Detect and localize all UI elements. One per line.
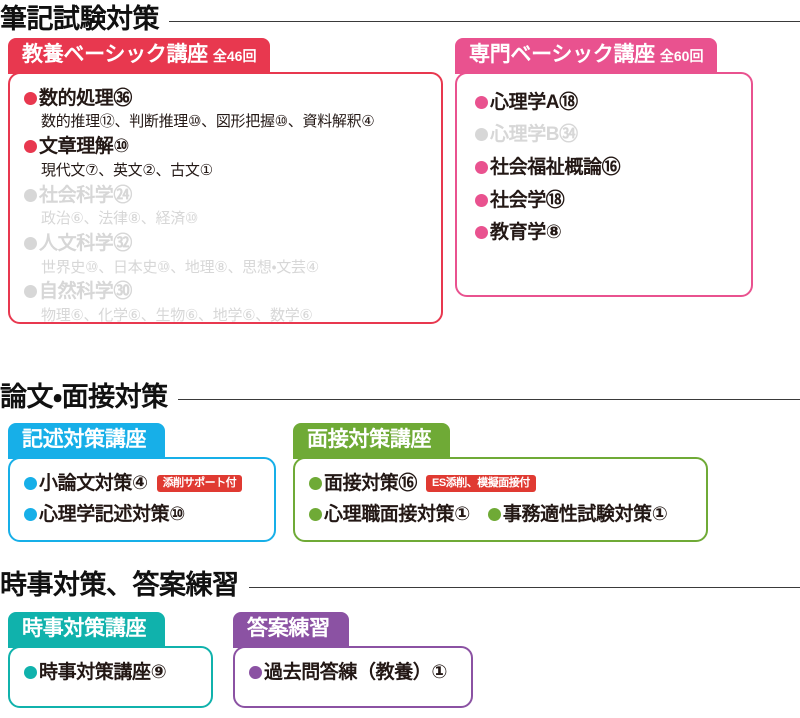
course-row[interactable]: 文章理解⑩ xyxy=(24,134,441,160)
course-row[interactable]: 社会福祉概論⑯ xyxy=(475,155,751,181)
section-rule-written xyxy=(169,20,800,22)
bullet-icon xyxy=(475,95,488,109)
card-body-jiji: 時事対策講座⑨ xyxy=(8,645,213,708)
course-subjects: 政治⑥、法律⑧、経済⑩ xyxy=(41,210,199,228)
course-row[interactable]: 心理学記述対策⑩ xyxy=(24,502,274,528)
course-label: 事務適性試験対策① xyxy=(502,504,668,526)
course-label: 心理学A⑱ xyxy=(490,91,578,113)
card-body-senmon: 心理学A⑱ 心理学B㉞ 社会福祉概論⑯ 社会学⑱ 教育学⑧ xyxy=(455,71,753,297)
card-body-touan: 過去問答練（教養）① xyxy=(233,645,473,708)
course-label: 面接対策⑯ xyxy=(324,472,418,494)
course-row-pair: 心理職面接対策① 事務適性試験対策① xyxy=(309,502,706,528)
bullet-icon xyxy=(24,140,37,154)
card-tab-kyoyo: 教養ベーシック講座全46回 xyxy=(8,38,271,74)
card-body-mensetsu: 面接対策⑯ ES添削、模擬面接付 心理職面接対策① 事務適性試験対策① xyxy=(293,456,708,542)
badge-es-mock-interview: ES添削、模擬面接付 xyxy=(426,474,536,492)
bullet-icon xyxy=(24,665,37,679)
card-tab-label-senmon: 専門ベーシック講座 xyxy=(469,43,655,66)
card-tab-label-kyoyo: 教養ベーシック講座 xyxy=(22,43,208,66)
section-title-written: 筆記試験対策 xyxy=(0,3,160,34)
bullet-icon xyxy=(475,226,488,240)
course-label: 小論文対策④ xyxy=(39,472,148,494)
course-label: 自然科学㉚ xyxy=(39,281,133,303)
course-label: 数的処理㊱ xyxy=(39,87,133,109)
bullet-icon xyxy=(475,193,488,207)
section-heading-current-affairs: 時事対策、答案練習 xyxy=(0,568,800,602)
course-row[interactable]: 時事対策講座⑨ xyxy=(24,660,211,686)
course-row[interactable]: 社会学⑱ xyxy=(475,188,751,214)
section-rule-current-affairs xyxy=(248,586,800,588)
section-heading-essay: 論文・面接対策 xyxy=(0,380,800,414)
course-row-disabled: 人文科学㉜ xyxy=(24,231,441,257)
badge-tensaku-support: 添削サポート付 xyxy=(156,474,243,492)
bullet-icon xyxy=(24,188,37,202)
course-row[interactable]: 小論文対策④ 添削サポート付 xyxy=(24,471,274,497)
card-kijutsu-course: 記述対策講座 小論文対策④ 添削サポート付 心理学記述対策⑩ xyxy=(8,423,276,542)
bullet-icon xyxy=(24,285,37,299)
card-tab-count-kyoyo: 全46回 xyxy=(212,48,257,64)
course-label: 心理学B㉞ xyxy=(490,124,578,146)
course-subjects: 物理⑥、化学⑥、生物⑥、地学⑥、数学⑥ xyxy=(41,306,313,324)
course-subjects: 世界史⑩、日本史⑩、地理⑧、思想・文芸④ xyxy=(41,258,319,276)
card-tab-senmon: 専門ベーシック講座全60回 xyxy=(455,38,718,74)
card-tab-label-kijutsu: 記述対策講座 xyxy=(22,428,147,451)
bullet-icon xyxy=(475,161,488,175)
course-row[interactable]: 心理学A⑱ xyxy=(475,90,751,116)
bullet-icon xyxy=(24,91,37,105)
course-label: 時事対策講座⑨ xyxy=(39,661,167,683)
card-kyoyo-basic-course: 教養ベーシック講座全46回 数的処理㊱ 数的推理⑫、判断推理⑩、図形把握⑩、資料… xyxy=(8,38,443,324)
card-touan-practice: 答案練習 過去問答練（教養）① xyxy=(233,612,473,708)
course-row[interactable]: 面接対策⑯ ES添削、模擬面接付 xyxy=(309,471,706,497)
course-subjects: 数的推理⑫、判断推理⑩、図形把握⑩、資料解釈④ xyxy=(41,113,375,131)
course-row[interactable]: 心理職面接対策① xyxy=(309,502,470,528)
course-label: 心理学記述対策⑩ xyxy=(39,504,185,526)
course-row[interactable]: 数的処理㊱ xyxy=(24,86,441,112)
course-label: 人文科学㉜ xyxy=(39,232,133,254)
course-row[interactable]: 過去問答練（教養）① xyxy=(249,660,471,686)
course-label: 社会学⑱ xyxy=(490,189,565,211)
course-row-disabled: 心理学B㉞ xyxy=(475,122,751,148)
section-title-current-affairs: 時事対策、答案練習 xyxy=(0,569,239,600)
course-label: 教育学⑧ xyxy=(490,222,562,244)
bullet-icon xyxy=(249,665,262,679)
bullet-icon xyxy=(24,476,37,490)
course-row[interactable]: 教育学⑧ xyxy=(475,220,751,246)
bullet-icon xyxy=(475,128,488,142)
card-tab-jiji: 時事対策講座 xyxy=(8,612,166,648)
course-label: 心理職面接対策① xyxy=(324,504,470,526)
card-body-kijutsu: 小論文対策④ 添削サポート付 心理学記述対策⑩ xyxy=(8,456,276,542)
course-row[interactable]: 事務適性試験対策① xyxy=(487,502,668,528)
card-tab-touan: 答案練習 xyxy=(233,612,349,648)
card-senmon-basic-course: 専門ベーシック講座全60回 心理学A⑱ 心理学B㉞ 社会福祉概論⑯ 社会学⑱ 教… xyxy=(455,38,753,297)
course-row-disabled: 自然科学㉚ xyxy=(24,279,441,305)
card-tab-label-jiji: 時事対策講座 xyxy=(22,617,147,640)
course-label: 社会科学㉔ xyxy=(39,184,133,206)
bullet-icon xyxy=(24,236,37,250)
card-body-kyoyo: 数的処理㊱ 数的推理⑫、判断推理⑩、図形把握⑩、資料解釈④ 文章理解⑩ 現代文⑦… xyxy=(8,71,443,324)
course-row-disabled: 社会科学㉔ xyxy=(24,183,441,209)
course-label: 過去問答練（教養）① xyxy=(264,661,448,683)
card-mensetsu-course: 面接対策講座 面接対策⑯ ES添削、模擬面接付 心理職面接対策① 事務適性試験対… xyxy=(293,423,708,542)
course-label: 社会福祉概論⑯ xyxy=(490,157,621,179)
card-tab-label-touan: 答案練習 xyxy=(247,617,330,640)
card-tab-mensetsu: 面接対策講座 xyxy=(293,423,451,459)
bullet-icon xyxy=(309,476,322,490)
card-tab-count-senmon: 全60回 xyxy=(659,48,704,64)
course-subjects: 現代文⑦、英文②、古文① xyxy=(41,161,213,179)
section-rule-essay xyxy=(177,398,800,400)
section-title-essay: 論文・面接対策 xyxy=(0,381,168,412)
course-label: 文章理解⑩ xyxy=(39,136,130,158)
bullet-icon xyxy=(487,508,501,522)
card-jiji-course: 時事対策講座 時事対策講座⑨ xyxy=(8,612,213,708)
bullet-icon xyxy=(309,508,322,522)
bullet-icon xyxy=(24,508,37,522)
section-heading-written: 筆記試験対策 xyxy=(0,2,800,36)
card-tab-label-mensetsu: 面接対策講座 xyxy=(307,428,432,451)
card-tab-kijutsu: 記述対策講座 xyxy=(8,423,166,459)
